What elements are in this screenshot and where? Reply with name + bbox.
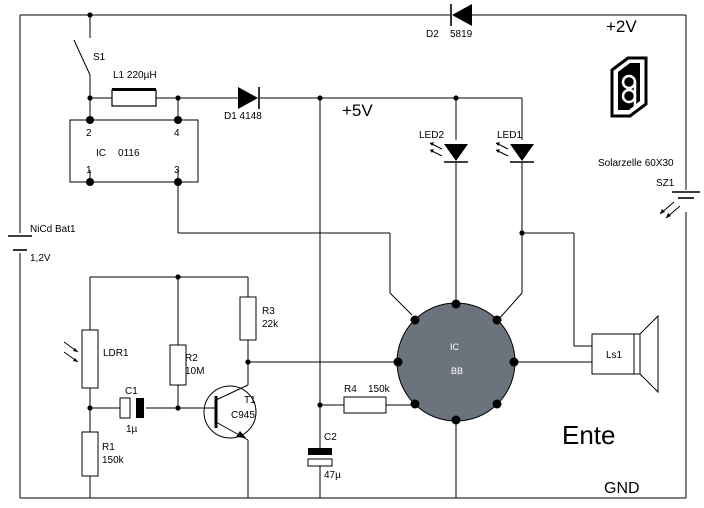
led1-label: LED1 xyxy=(497,130,522,141)
diode-d1 xyxy=(238,87,260,109)
speaker-ls1 xyxy=(591,314,659,394)
solar-cell-sz1 xyxy=(659,191,700,219)
ic-pin4-label: 4 xyxy=(174,128,180,139)
t1-value: C945 xyxy=(231,410,255,421)
gnd-label: GND xyxy=(604,480,640,497)
resistor-r1 xyxy=(81,431,99,477)
led2 xyxy=(429,142,468,163)
r3-name: R3 xyxy=(262,306,275,317)
sz1-label: SZ1 xyxy=(656,178,675,189)
solar-name-label: Solarzelle 60X30 xyxy=(598,158,674,169)
ic-value-label: 0116 xyxy=(118,148,140,159)
s1-label: S1 xyxy=(93,52,106,63)
c2-value: 47µ xyxy=(324,470,341,481)
r3-value: 22k xyxy=(262,319,279,330)
junction-dots xyxy=(87,12,525,411)
led2-label: LED2 xyxy=(419,130,444,141)
c1-value: 1µ xyxy=(126,424,138,435)
switch-s1 xyxy=(73,39,91,76)
ldr1 xyxy=(63,329,99,389)
ic-bb-value: BB xyxy=(451,366,463,376)
r2-value: 10M xyxy=(185,366,204,377)
battery-name-label: NiCd Bat1 xyxy=(30,224,76,235)
diode-d2 xyxy=(450,4,472,26)
battery-bat1 xyxy=(8,235,32,251)
led1 xyxy=(495,142,534,163)
ic-pin2-label: 2 xyxy=(86,128,92,139)
ic-bb xyxy=(393,299,519,425)
d2-name: D2 xyxy=(426,29,439,40)
ic-bb-name: IC xyxy=(450,342,460,352)
d2-value: 5819 xyxy=(450,29,473,40)
l1-label: L1 220µH xyxy=(113,70,157,81)
supply-5v-label: +5V xyxy=(342,101,373,120)
r1-name: R1 xyxy=(102,442,115,453)
r1-value: 150k xyxy=(102,455,125,466)
ls1-label: Ls1 xyxy=(606,350,623,361)
ic-pin1-label: 1 xyxy=(86,165,92,176)
resistor-r4 xyxy=(343,396,387,414)
ic-pin3-label: 3 xyxy=(174,165,180,176)
resistor-r2 xyxy=(169,344,187,386)
r4-name: R4 xyxy=(344,384,357,395)
d1-label: D1 4148 xyxy=(224,111,262,122)
c1-name: C1 xyxy=(125,386,138,397)
title-label: Ente xyxy=(562,420,616,450)
t1-name: T1 xyxy=(244,395,256,406)
inductor-l1 xyxy=(111,88,157,107)
capacitor-c1 xyxy=(119,397,144,419)
resistor-r3 xyxy=(239,296,257,341)
cp-monogram-logo xyxy=(610,56,648,118)
capacitor-c2 xyxy=(307,448,333,467)
wires xyxy=(19,14,687,499)
ic-name-label: IC xyxy=(96,148,106,159)
transistor-t1 xyxy=(203,384,257,441)
ic-0116 xyxy=(69,116,199,186)
c2-name: C2 xyxy=(324,432,337,443)
supply-2v-label: +2V xyxy=(606,17,637,36)
r2-name: R2 xyxy=(185,353,198,364)
r4-value: 150k xyxy=(368,384,391,395)
battery-voltage-label: 1,2V xyxy=(30,253,51,264)
ldr1-label: LDR1 xyxy=(103,348,129,359)
